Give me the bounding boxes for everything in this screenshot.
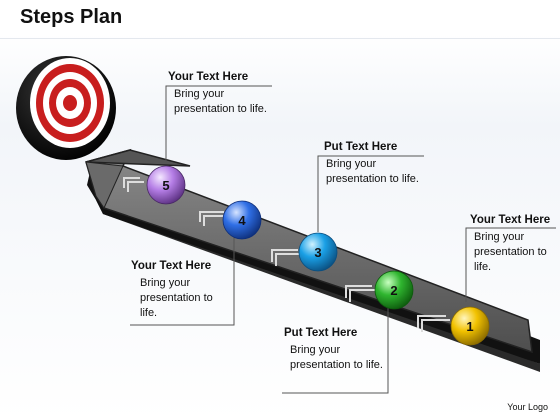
footer-logo: Your Logo bbox=[507, 402, 548, 412]
step-rails bbox=[123, 177, 450, 332]
step-ball-3: 3 bbox=[298, 232, 338, 272]
callout-step4: Your Text Here Bring your presentation t… bbox=[131, 260, 231, 321]
callout-step4-body: Bring your presentation to life. bbox=[140, 277, 213, 319]
callout-step1: Your Text Here Bring your presentation t… bbox=[470, 214, 558, 275]
step-ball-5: 5 bbox=[146, 165, 186, 205]
step-number-1: 1 bbox=[466, 319, 473, 334]
step-number-5: 5 bbox=[162, 178, 169, 193]
callout-step5-body: Bring your presentation to life. bbox=[174, 88, 267, 115]
callout-connectors bbox=[130, 85, 556, 394]
callout-step3: Put Text Here Bring your presentation to… bbox=[324, 141, 424, 187]
callout-step1-heading: Your Text Here bbox=[470, 214, 551, 226]
step-ball-1: 1 bbox=[450, 306, 490, 346]
slide-title: Steps Plan bbox=[20, 6, 123, 28]
callout-step3-body: Bring your presentation to life. bbox=[326, 158, 419, 185]
callout-step3-heading: Put Text Here bbox=[324, 141, 398, 153]
step-ball-2: 2 bbox=[374, 270, 414, 310]
step-ball-4: 4 bbox=[222, 200, 262, 240]
callout-step2: Put Text Here Bring your presentation to… bbox=[284, 327, 384, 373]
step-number-4: 4 bbox=[238, 213, 246, 228]
callout-step5: Your Text Here Bring your presentation t… bbox=[168, 71, 268, 117]
target-icon bbox=[16, 56, 116, 160]
callout-step4-heading: Your Text Here bbox=[131, 260, 212, 272]
step-number-2: 2 bbox=[390, 283, 397, 298]
callout-step2-heading: Put Text Here bbox=[284, 327, 358, 339]
title-divider bbox=[0, 38, 560, 39]
callout-step1-body: Bring your presentation to life. bbox=[474, 231, 547, 273]
callout-step2-body: Bring your presentation to life. bbox=[290, 344, 383, 371]
step-number-3: 3 bbox=[314, 245, 321, 260]
callout-step5-heading: Your Text Here bbox=[168, 71, 249, 83]
